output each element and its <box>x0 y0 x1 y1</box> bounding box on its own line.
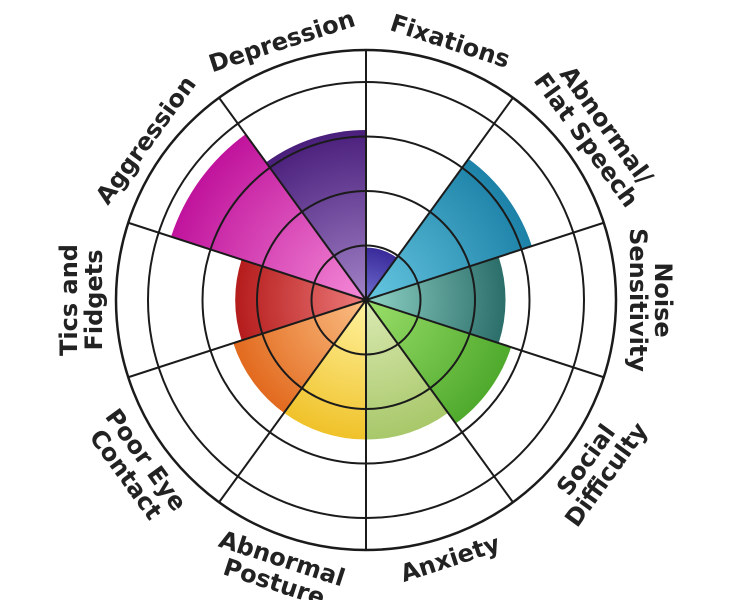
label-abnormal-flat-speech: Abnormal/Flat Speech <box>528 53 664 213</box>
segment-aggression <box>171 134 366 300</box>
label-abnormal-posture: AbnormalPosture <box>208 525 349 600</box>
spoke-line <box>127 221 367 301</box>
segments-layer <box>171 129 532 440</box>
spoke-line <box>365 97 514 301</box>
segment-social-difficulty <box>366 300 512 424</box>
label-anxiety: Anxiety <box>397 529 504 587</box>
grid-layer <box>114 48 618 552</box>
segment-anxiety <box>366 300 449 440</box>
segment-tics-and-fidgets <box>235 259 366 341</box>
label-depression: Depression <box>205 5 358 79</box>
segment-poor-eye-contact <box>233 300 366 413</box>
spoke-line <box>218 299 367 503</box>
label-noise-sensitivity: NoiseSensitivity <box>624 228 677 372</box>
segment-depression <box>266 129 366 300</box>
label-tics-and-fidgets: Tics andFidgets <box>55 244 108 356</box>
segment-abnormal-posture <box>283 300 366 440</box>
label-poor-eye-contact: Poor EyeContact <box>79 404 192 531</box>
spoke-line <box>218 97 367 301</box>
label-social-difficulty: SocialDifficulty <box>539 402 654 532</box>
label-aggression: Aggression <box>90 71 202 210</box>
segment-noise-sensitivity <box>366 256 506 344</box>
spoke-line <box>127 299 367 379</box>
spoke-line <box>365 299 514 503</box>
spoke-line <box>365 221 605 301</box>
segment-fixations <box>366 247 397 300</box>
spoke-line <box>365 299 605 379</box>
